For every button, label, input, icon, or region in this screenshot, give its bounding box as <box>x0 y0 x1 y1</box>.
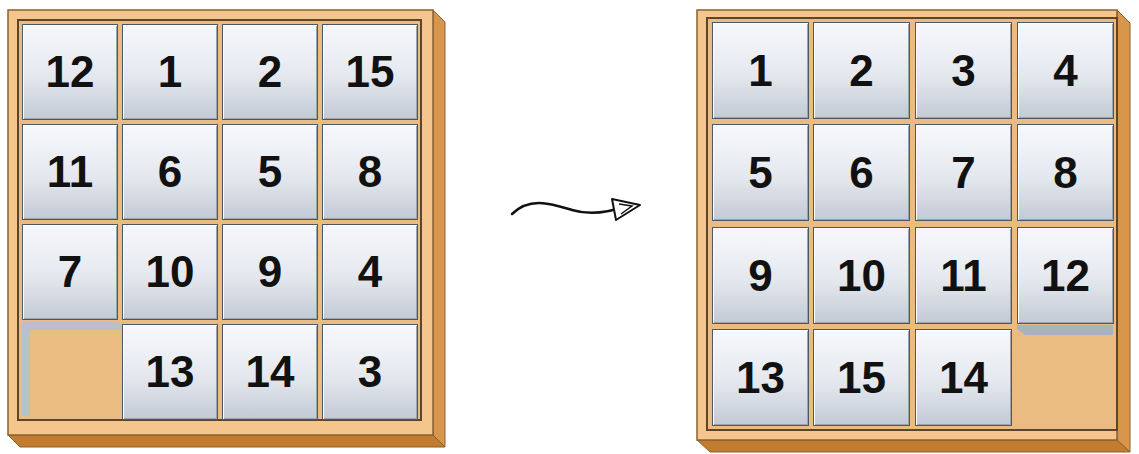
tile-number: 2 <box>849 49 873 93</box>
puzzle-tile: 5 <box>222 124 318 220</box>
tile-number: 10 <box>146 250 195 294</box>
puzzle-tile: 1 <box>122 24 218 120</box>
puzzle-tile: 15 <box>813 329 910 426</box>
puzzle-tile: 8 <box>1017 124 1114 221</box>
puzzle-tile: 4 <box>322 224 418 320</box>
puzzle-tile: 5 <box>712 124 809 221</box>
puzzle-tile: 3 <box>915 22 1012 119</box>
tile-number: 9 <box>258 250 282 294</box>
tile-number: 6 <box>849 151 873 195</box>
tile-number: 11 <box>940 254 987 298</box>
puzzle-tile: 12 <box>1017 227 1114 324</box>
tile-number: 9 <box>748 254 772 298</box>
tray-frame <box>8 10 433 435</box>
tile-number: 1 <box>158 50 182 94</box>
tile-number: 15 <box>837 356 886 400</box>
puzzle-tile: 14 <box>222 324 318 420</box>
puzzle-tile: 12 <box>22 24 118 120</box>
tile-number: 4 <box>1053 49 1077 93</box>
tile-number: 7 <box>58 250 82 294</box>
tile-number: 8 <box>1053 151 1077 195</box>
puzzle-tile: 2 <box>813 22 910 119</box>
tile-number: 2 <box>258 50 282 94</box>
puzzle-tile: 1 <box>712 22 809 119</box>
tray-side <box>1117 10 1130 452</box>
puzzle-tile: 13 <box>712 329 809 426</box>
puzzle-tile: 11 <box>915 227 1012 324</box>
tile-number: 12 <box>46 50 95 94</box>
arrow-head <box>612 199 640 220</box>
puzzle-tile: 10 <box>813 227 910 324</box>
tile-number: 12 <box>1041 254 1090 298</box>
tray-frame <box>697 10 1117 440</box>
tile-number: 4 <box>358 250 382 294</box>
tray-side <box>433 10 445 447</box>
puzzle-tile: 14 <box>915 329 1012 426</box>
puzzle-tile: 4 <box>1017 22 1114 119</box>
tray-well <box>18 20 421 420</box>
transition-arrow <box>512 203 626 214</box>
puzzle-tile: 6 <box>122 124 218 220</box>
tile-number: 13 <box>146 350 195 394</box>
tile-number: 5 <box>258 150 282 194</box>
puzzle-tile: 9 <box>712 227 809 324</box>
puzzle-tile: 3 <box>322 324 418 420</box>
tray-bottom <box>697 440 1130 452</box>
puzzle-tile: 15 <box>322 24 418 120</box>
tile-number: 13 <box>736 356 785 400</box>
tile-number: 11 <box>47 150 94 194</box>
tile-number: 10 <box>837 254 886 298</box>
tray-well <box>707 18 1117 430</box>
puzzle-tile: 11 <box>22 124 118 220</box>
tile-number: 15 <box>346 50 395 94</box>
tile-number: 8 <box>358 150 382 194</box>
tile-number: 14 <box>246 350 295 394</box>
puzzle-tile: 10 <box>122 224 218 320</box>
empty-slot-shadow <box>1017 325 1113 335</box>
tile-number: 1 <box>748 49 772 93</box>
tile-number: 7 <box>951 151 975 195</box>
empty-slot-shadow <box>22 322 124 416</box>
puzzle-tile: 13 <box>122 324 218 420</box>
tile-number: 5 <box>748 151 772 195</box>
puzzle-tile: 9 <box>222 224 318 320</box>
tile-number: 3 <box>951 49 975 93</box>
puzzle-tile: 6 <box>813 124 910 221</box>
tray-bottom <box>8 435 445 447</box>
puzzle-tile: 7 <box>22 224 118 320</box>
tile-number: 3 <box>358 350 382 394</box>
puzzle-tile: 2 <box>222 24 318 120</box>
puzzle-tile: 8 <box>322 124 418 220</box>
tile-number: 6 <box>158 150 182 194</box>
tile-number: 14 <box>939 356 988 400</box>
puzzle-tile: 7 <box>915 124 1012 221</box>
arrow-head-detail <box>619 204 632 214</box>
